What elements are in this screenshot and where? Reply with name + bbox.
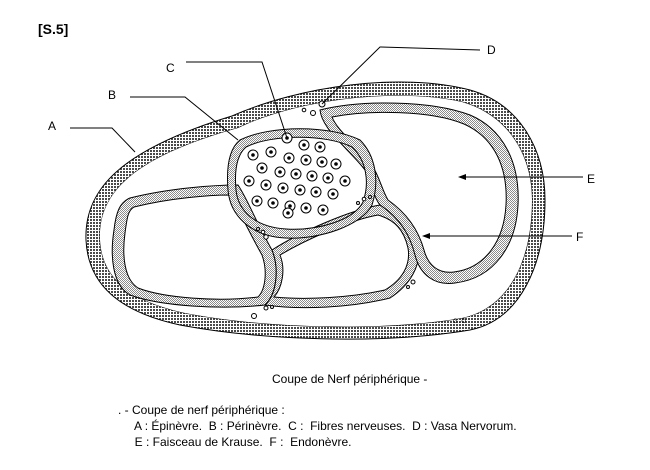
label-f-endoneurium: F xyxy=(576,230,584,244)
figure-code: [S.5] xyxy=(38,21,69,37)
label-b-perineurium: B xyxy=(108,88,117,102)
legend-line-2-text: E : Faisceau de Krause. F : Endonèvre. xyxy=(134,435,352,449)
legend-intro: . - Coupe de nerf périphérique : xyxy=(118,403,285,417)
legend-line-1: A : Épinèvre. B : Périnèvre. C : Fibres … xyxy=(118,418,517,434)
vasa-nervorum xyxy=(251,100,416,319)
arrowhead-e xyxy=(458,174,466,180)
legend-line-1-text: A : Épinèvre. B : Périnèvre. C : Fibres … xyxy=(134,419,517,433)
legend-line-2: E : Faisceau de Krause. F : Endonèvre. xyxy=(118,434,517,450)
perineurium-fascicle-fibres xyxy=(227,128,377,239)
legend: . - Coupe de nerf périphérique : A : Épi… xyxy=(118,402,517,450)
label-c-nerve-fibres: C xyxy=(166,61,175,75)
caption-title: Coupe de Nerf périphérique - xyxy=(272,372,428,386)
arrowhead-f xyxy=(422,233,430,239)
author-signature: G.O xyxy=(453,319,468,325)
label-a-epineurium: A xyxy=(48,119,57,133)
label-d-vasa-nervorum: D xyxy=(487,43,496,57)
label-e-fascicle: E xyxy=(587,172,596,186)
leader-lines xyxy=(70,46,583,237)
